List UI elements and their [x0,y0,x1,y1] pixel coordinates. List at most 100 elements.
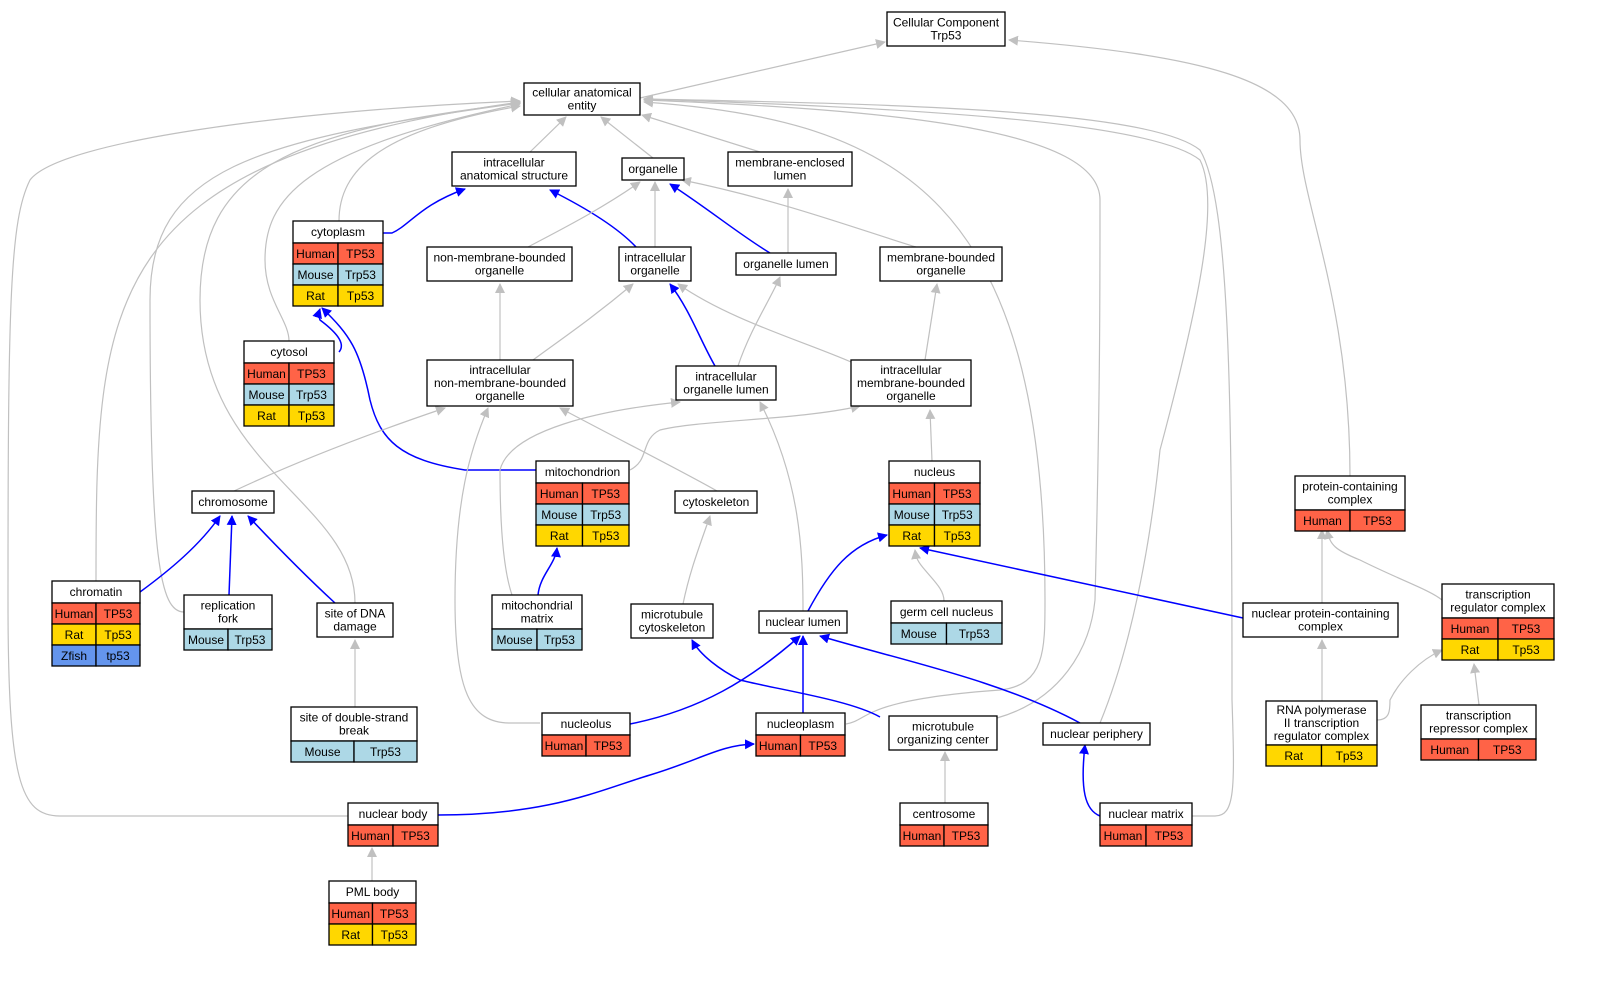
gene-cell [337,284,384,307]
edge-path-blue [537,547,561,596]
node-title-box [451,151,577,187]
node-organelle[interactable]: organelle [621,157,685,181]
species-label: Mouse [541,508,577,522]
species-label: Mouse [248,388,284,402]
species-label: Human [55,607,94,621]
edge-path-gray [199,99,521,604]
node-title-text: lumen [774,169,807,183]
edge-path-blue [629,635,801,725]
species-label: Rat [1284,749,1303,763]
edge-path-gray [7,96,521,817]
edge-path-blue [919,545,1244,619]
node-title-box [888,715,998,751]
node-title-box [879,246,1003,282]
node-title-box [1420,704,1537,740]
node-cytoskeleton[interactable]: cytoskeleton [674,490,758,514]
edge-path-gray [682,515,712,605]
node-inmbo[interactable]: intracellularnon-membrane-boundedorganel… [426,359,574,407]
node-title-text: cytoskeleton [639,621,706,635]
node-title-text: mitochondrial [501,599,572,613]
gene-cell [288,404,335,427]
gene-symbol: Trp53 [544,633,575,647]
node-title-text: break [339,724,370,738]
species-label: Zfish [61,649,87,663]
node-title-text: repressor complex [1429,722,1528,736]
edge-path-gray [639,39,886,99]
species-label: Mouse [901,627,937,641]
species-label: Mouse [496,633,532,647]
node-title-text: organelle [475,389,525,403]
gene-symbol: Tp53 [944,529,972,543]
node-title-text: complex [1298,620,1343,634]
edge-path-blue [312,308,343,353]
gene-symbol: TP53 [1363,514,1392,528]
node-title-text: organizing center [897,733,989,747]
edge-path-gray [1008,35,1351,477]
node-title-text: regulator complex [1274,729,1369,743]
node-title-text: organelle lumen [743,257,828,271]
species-label: Human [247,367,286,381]
species-label: Rat [550,529,569,543]
edge-path-blue [139,515,221,593]
node-nperiph[interactable]: nuclear periphery [1042,722,1151,746]
edge-path-gray [643,97,1046,725]
node-title-text: protein-containing [1302,480,1397,494]
edge-path-gray [532,283,634,361]
node-title-box [290,706,418,742]
node-olumen[interactable]: organelle lumen [735,252,837,276]
species-label: Rat [65,628,84,642]
gene-symbol: Trp53 [296,388,327,402]
node-title-text: site of double-strand [300,711,409,725]
edge-path-blue [437,739,755,816]
node-chromosome[interactable]: chromosome [191,490,275,514]
edge-layer [7,35,1481,881]
node-title-text: cytoskeleton [683,495,750,509]
node-title-text: II transcription [1284,716,1359,730]
species-label: Rat [902,529,921,543]
node-title-text: Cellular Component [893,16,1000,30]
edge-path-gray [527,181,641,248]
node-title-box [426,246,573,282]
edge-path-blue [549,189,637,248]
edge-path-gray [681,176,917,248]
node-nlumen[interactable]: nuclear lumen [758,610,848,634]
edge-path-gray [925,409,936,462]
edge-path-gray [149,99,521,613]
gene-cell [1497,638,1555,661]
node-title-box [618,246,692,282]
gene-symbol: Trp53 [345,268,376,282]
gene-symbol: Trp53 [959,627,990,641]
